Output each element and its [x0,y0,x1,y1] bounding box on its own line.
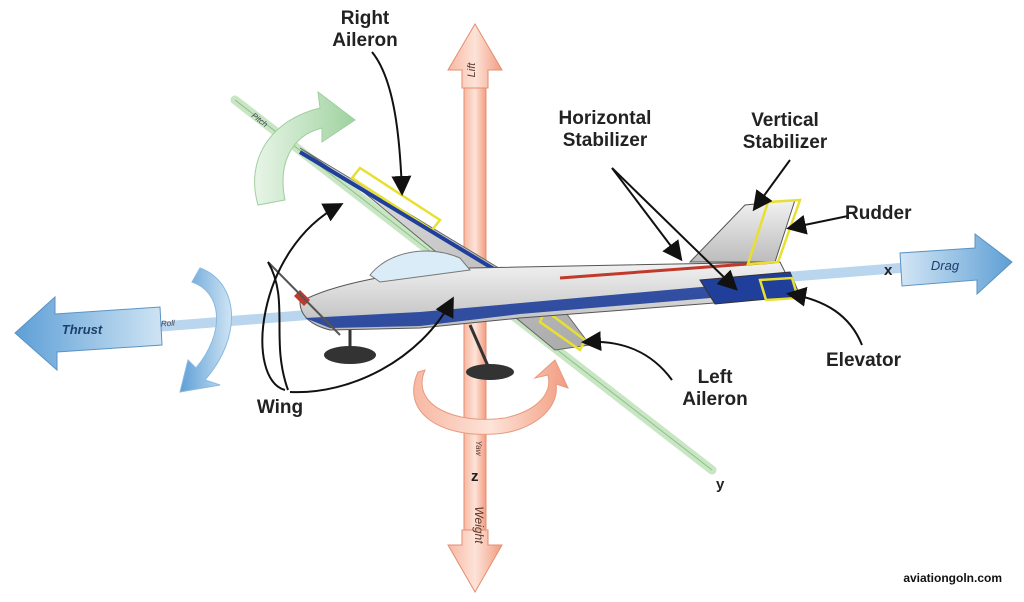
horizontal-stabilizer-label-line2: Stabilizer [562,130,648,151]
main-wheel [466,364,514,380]
left-aileron-leader [581,331,673,381]
front-wheel [324,346,376,364]
left-aileron-label-line2: Aileron [682,389,748,410]
left-aileron-outline [538,308,587,352]
rudder-leader [786,214,849,235]
thrust-label: Thrust [62,322,103,337]
right-aileron-label-line1: Right [340,8,390,29]
y-axis-letter: y [716,476,725,493]
watermark: aviationgoln.com [903,571,1002,585]
left-aileron-label-line1: Left [697,367,733,388]
vertical-stabilizer-label-line1: Vertical [751,110,819,131]
horizontal-stabilizer-label: Horizontal Stabilizer [530,108,680,152]
vertical-stabilizer-label-line2: Stabilizer [742,132,828,153]
yaw-rotation-arrow [413,359,569,435]
elevator-label: Elevator [826,350,901,371]
vertical-stabilizer-leader [752,159,791,212]
lift-label: Lift [466,62,478,78]
rudder-label: Rudder [845,203,912,224]
right-aileron-leader [371,51,412,196]
weight-arrow [447,529,503,594]
vertical-stabilizer-label: Vertical Stabilizer [715,110,855,154]
drag-label: Drag [931,258,960,273]
horizontal-stabilizer-label-line1: Horizontal [558,108,652,129]
drag-arrow [899,232,1013,296]
wing-leader-3 [267,261,289,391]
propeller-hub [294,290,310,306]
yaw-label: Yaw [474,441,483,457]
wing-leader-2 [289,296,454,394]
horizontal-stabilizer-leader-2 [611,167,738,291]
cockpit-window [369,250,471,283]
right-aileron-label: Right Aileron [310,8,420,52]
x-axis-letter: x [884,262,893,279]
pitch-rotation-arrow [254,90,356,206]
horizontal-stabilizer-leader-1 [611,167,683,262]
left-aileron-label: Left Aileron [665,367,765,411]
z-axis-letter: z [471,468,479,485]
right-aileron-label-line2: Aileron [332,30,398,51]
roll-rotation-arrow [179,267,233,393]
weight-label: Weight [472,506,486,544]
vertical-stabilizer [688,199,796,263]
roll-label: Roll [161,319,176,329]
propeller-blade [267,261,341,336]
rudder-outline [746,198,802,266]
elevator-leader [786,286,863,346]
lift-arrow [447,23,503,89]
wing-label: Wing [256,397,304,418]
fuselage-stripe [305,280,782,328]
thrust-arrow [14,295,163,372]
wing-leader-1 [261,203,344,391]
